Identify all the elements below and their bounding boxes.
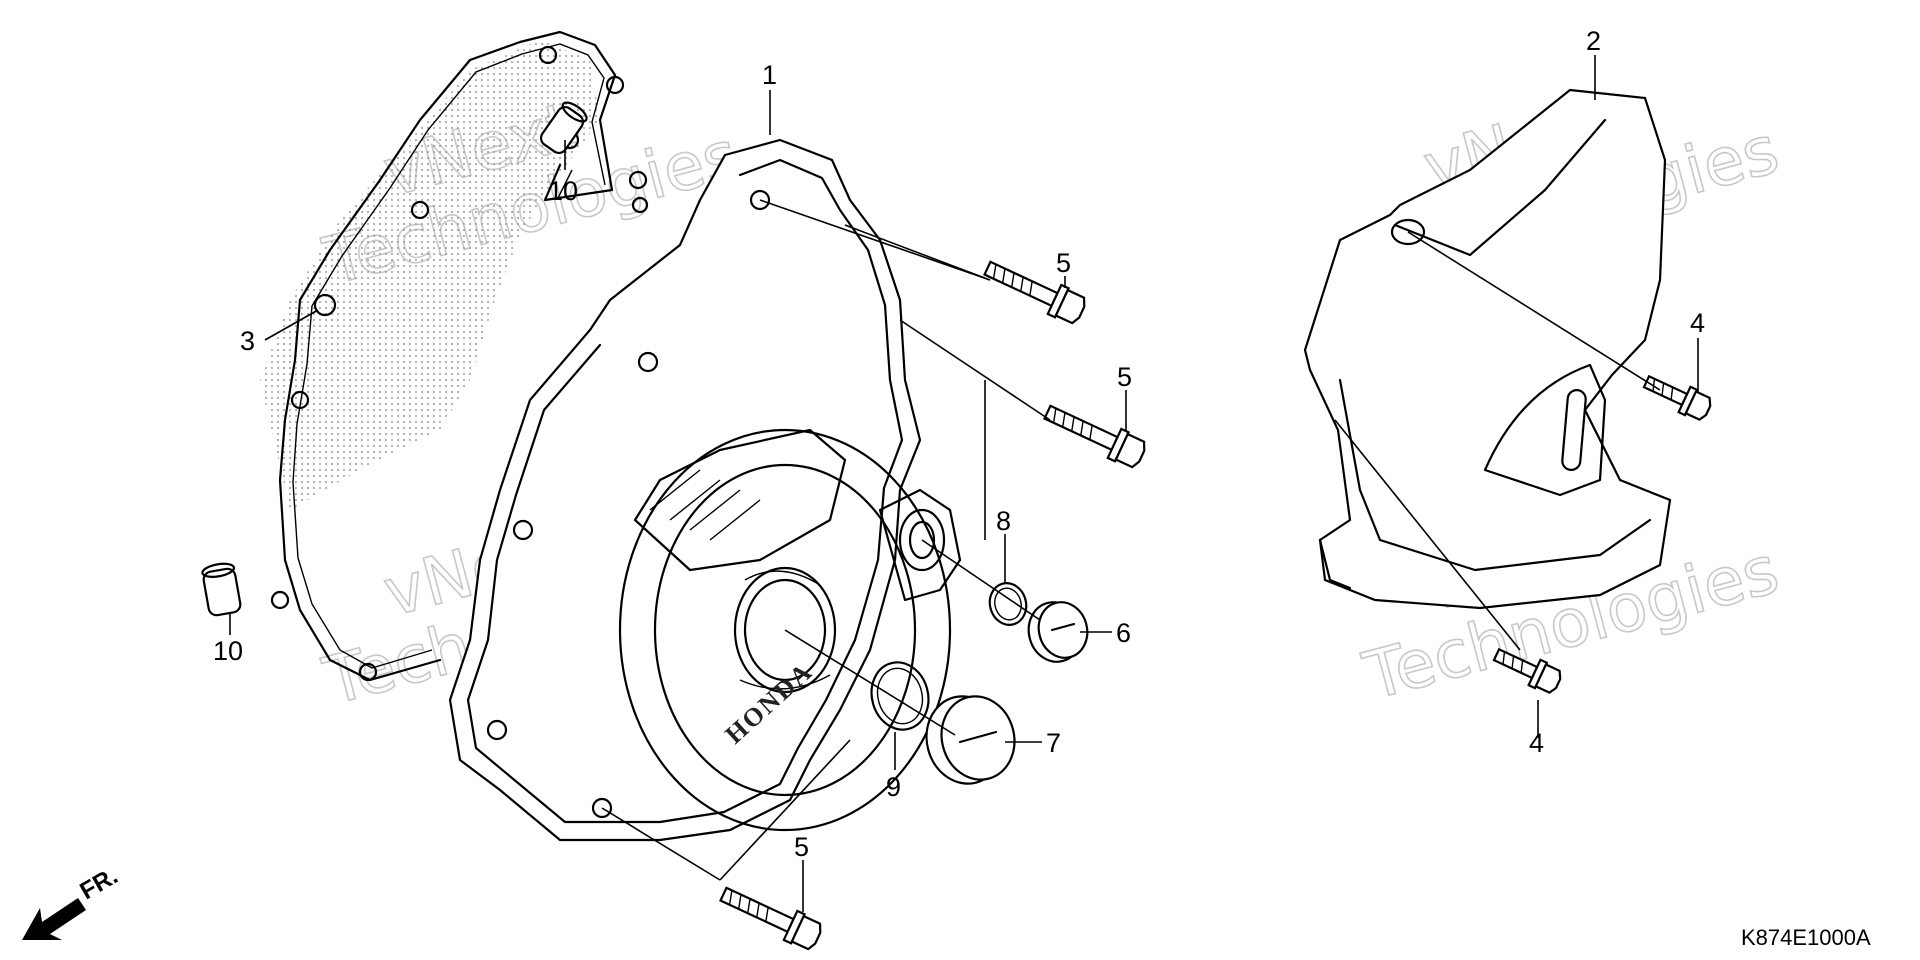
leader-lines bbox=[229, 55, 1699, 912]
callout-5-middle: 5 bbox=[1117, 362, 1132, 392]
crankcase-cover-part-1: HONDA bbox=[448, 138, 962, 842]
callout-8: 8 bbox=[996, 506, 1011, 536]
callout-6: 6 bbox=[1116, 618, 1131, 648]
callout-4-lower: 4 bbox=[1529, 728, 1544, 758]
callout-4-upper: 4 bbox=[1690, 308, 1705, 338]
o-ring-part-9 bbox=[870, 661, 930, 731]
callout-3: 3 bbox=[240, 326, 255, 356]
callout-7: 7 bbox=[1046, 728, 1061, 758]
dowel-pin-part-10-bottom bbox=[201, 562, 242, 617]
callout-10-bottom: 10 bbox=[213, 636, 243, 666]
sprocket-cover-part-2 bbox=[1303, 88, 1672, 610]
dowel-pin-part-10-top bbox=[539, 101, 588, 155]
diagram-code: K874E1000A bbox=[1741, 925, 1871, 950]
o-ring-part-8 bbox=[988, 582, 1028, 626]
arrow-down-left-icon bbox=[22, 898, 86, 940]
callout-1: 1 bbox=[762, 60, 777, 90]
bolt-part-4-lower bbox=[1492, 647, 1562, 694]
cap-part-6 bbox=[1027, 601, 1089, 663]
callout-5-lower: 5 bbox=[794, 832, 809, 862]
callout-5-upper: 5 bbox=[1056, 248, 1071, 278]
bolt-part-5-middle bbox=[1043, 404, 1146, 469]
bolt-part-5-lower bbox=[719, 886, 822, 951]
callout-9: 9 bbox=[886, 772, 901, 802]
cap-part-7 bbox=[925, 695, 1016, 785]
callout-2: 2 bbox=[1586, 26, 1601, 56]
gasket-part-3 bbox=[260, 30, 649, 682]
callout-10-top: 10 bbox=[548, 176, 578, 206]
bolt-part-5-upper bbox=[983, 260, 1086, 325]
